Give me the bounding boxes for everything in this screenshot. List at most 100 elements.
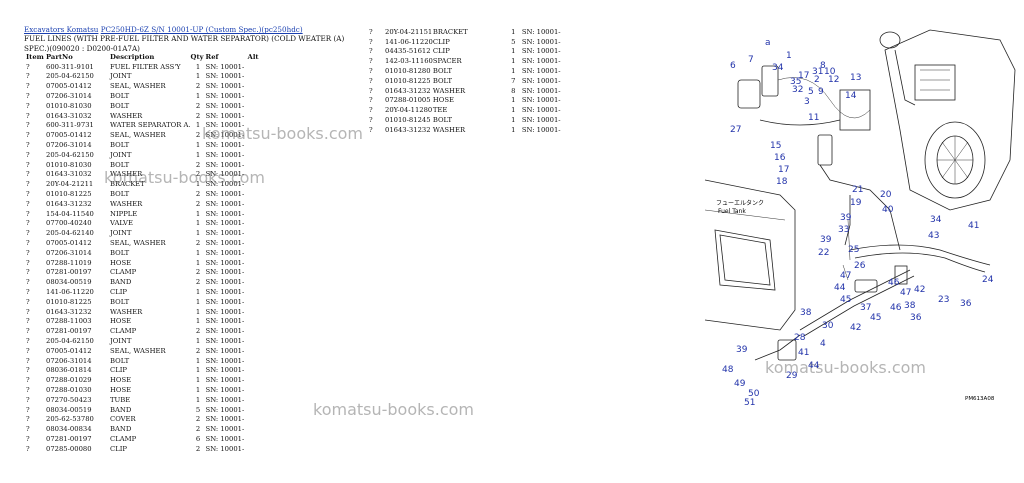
cell-partno: 01010-81030 <box>46 160 92 169</box>
cell-item: ? <box>26 434 30 443</box>
cell-description: BOLT <box>110 356 130 365</box>
cell-qty: 2 <box>195 327 201 336</box>
filter-drawing <box>737 65 871 166</box>
cell-ref: SN: 10001- <box>205 209 245 218</box>
cell-description: BOLT <box>432 116 453 125</box>
cell-description: WASHER <box>110 170 143 179</box>
cell-partno: 01643-31232 <box>385 125 431 134</box>
callout-label: 28 <box>794 333 806 343</box>
cell-qty: 1 <box>511 96 516 105</box>
cell-partno: 01010-81245 <box>385 116 431 125</box>
callout-label: 40 <box>882 205 894 215</box>
cell-qty: 1 <box>195 385 201 394</box>
cell-ref: SN: 10001- <box>205 72 245 81</box>
cell-qty: 1 <box>195 180 201 189</box>
cell-ref: SN: 10001- <box>521 116 561 125</box>
cell-description: FUEL FILTER ASS'Y <box>110 62 181 71</box>
callout-label: 36 <box>960 299 972 309</box>
cell-ref: SN: 10001- <box>205 111 245 120</box>
cell-item: ? <box>26 337 30 345</box>
callout-label: 6 <box>730 61 736 71</box>
cell-ref: SN: 10001- <box>205 248 245 257</box>
cell-item: ? <box>26 239 30 248</box>
cell-ref: SN: 10001- <box>205 101 245 110</box>
cell-partno: 07005-01412 <box>46 82 92 91</box>
callout-label: 7 <box>748 55 754 65</box>
cell-partno: 07285-00080 <box>46 444 92 453</box>
cell-partno: 07206-31014 <box>46 248 92 257</box>
cell-partno: 07206-31014 <box>46 92 92 101</box>
cell-partno: 20Y-04-11280 <box>385 106 433 115</box>
breadcrumb: Excavators Komatsu PC250HD-6Z S/N 10001-… <box>24 25 354 34</box>
cell-ref: SN: 10001- <box>205 62 245 71</box>
cell-ref: SN: 10001- <box>205 376 245 385</box>
cell-qty: 2 <box>195 111 201 120</box>
cell-ref: SN: 10001- <box>205 121 245 130</box>
cell-qty: 1 <box>511 116 516 125</box>
cell-item: ? <box>26 92 30 101</box>
cell-description: JOINT <box>110 72 132 81</box>
cell-description: NIPPLE <box>110 209 138 218</box>
callout-label: 34 <box>930 215 942 225</box>
cell-partno: 01643-31032 <box>46 170 92 179</box>
cell-description: COVER <box>110 415 136 424</box>
figure-code: PM613A08 <box>965 396 995 402</box>
col-ref: Ref <box>205 52 219 61</box>
cell-partno: 205-04-62150 <box>46 72 94 81</box>
cell-item: ? <box>26 190 30 199</box>
callout-label: 29 <box>786 371 798 381</box>
cell-item: ? <box>26 72 30 81</box>
callout-label: 4 <box>820 339 826 349</box>
cell-partno: 01643-31032 <box>46 111 92 120</box>
cell-qty: 1 <box>195 307 201 316</box>
callout-label: 32 <box>792 85 803 95</box>
callout-label: 17 <box>778 165 789 175</box>
cell-qty: 1 <box>195 376 201 385</box>
cell-item: ? <box>26 297 30 306</box>
callout-label: 42 <box>850 323 861 333</box>
cell-partno: 205-04-62150 <box>46 337 94 345</box>
callout-label: 16 <box>774 153 786 163</box>
breadcrumb-link-model[interactable]: PC250HD-6Z S/N 10001-UP (Custom Spec.)(p… <box>100 25 303 34</box>
cell-ref: SN: 10001- <box>205 170 245 179</box>
cell-description: WATER SEPARATOR A. <box>110 121 191 130</box>
cell-ref: SN: 10001- <box>205 337 245 345</box>
cell-qty: 1 <box>195 288 201 297</box>
breadcrumb-link-excavators[interactable]: Excavators Komatsu <box>24 25 99 34</box>
cell-description: BOLT <box>432 76 453 85</box>
cell-qty: 1 <box>511 67 516 76</box>
callout-label: 9 <box>818 87 824 97</box>
cell-description: BOLT <box>110 297 130 306</box>
cell-qty: 1 <box>195 248 201 257</box>
cell-item: ? <box>26 444 30 453</box>
cell-item: ? <box>26 199 30 208</box>
cell-description: CLAMP <box>110 327 137 336</box>
cell-ref: SN: 10001- <box>205 444 245 453</box>
cell-qty: 1 <box>511 27 516 36</box>
callout-label: 46 <box>890 303 902 313</box>
cell-qty: 1 <box>195 150 201 159</box>
cell-item: ? <box>26 346 30 355</box>
cell-description: BOLT <box>432 67 453 76</box>
cell-description: BOLT <box>110 101 130 110</box>
cell-qty: 2 <box>195 444 201 453</box>
callout-label: 45 <box>870 313 881 323</box>
callout-label: 13 <box>850 73 861 83</box>
callout-label: 48 <box>722 365 734 375</box>
cell-ref: SN: 10001- <box>205 405 245 414</box>
cell-ref: SN: 10001- <box>205 297 245 306</box>
